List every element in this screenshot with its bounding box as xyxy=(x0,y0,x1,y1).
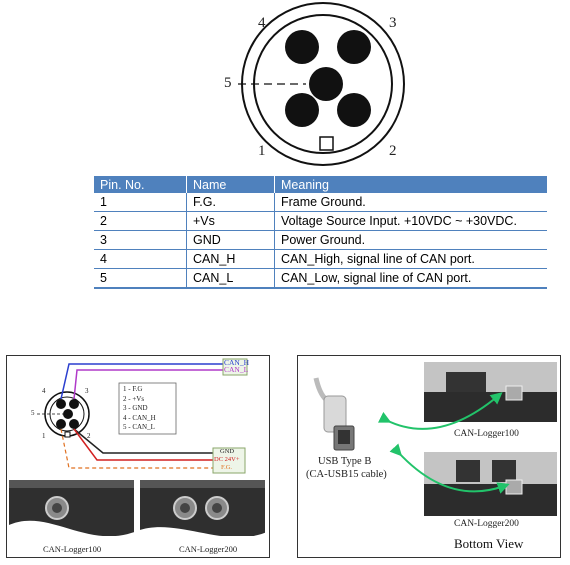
mini-pin-1 xyxy=(56,419,66,429)
can-logger200-usb-port xyxy=(505,479,523,495)
pin-legend-item: 1 - F.G xyxy=(123,385,143,393)
pin-1-label: 1 xyxy=(258,143,266,159)
pin-2-label: 2 xyxy=(389,143,397,159)
mini-pin-4 xyxy=(56,399,66,409)
can-h-label: CAN_H xyxy=(224,358,250,367)
can-label-box xyxy=(222,358,248,376)
vs-wire xyxy=(73,428,223,461)
mini-pin-4-label: 4 xyxy=(42,387,46,395)
cell-meaning: Power Ground. xyxy=(274,230,547,250)
table-row: 1 F.G. Frame Ground. xyxy=(94,193,547,212)
mini-connector-notch xyxy=(64,431,71,438)
connector-key-notch xyxy=(319,136,334,151)
dc-label: DC 24V+ xyxy=(214,456,240,463)
pin-1-hole xyxy=(285,93,319,127)
power-label-box xyxy=(212,447,246,474)
mini-pin-2 xyxy=(69,419,79,429)
can-l-label: CAN_L xyxy=(224,365,249,374)
pin-3-hole xyxy=(337,30,371,64)
can-h-wire xyxy=(60,363,223,400)
pin-2-hole xyxy=(337,93,371,127)
table-row: 3 GND Power Ground. xyxy=(94,230,547,250)
cell-meaning: CAN_High, signal line of CAN port. xyxy=(274,249,547,269)
can-logger100-bottom-connector xyxy=(446,372,486,392)
mini-pin-2-label: 2 xyxy=(87,432,91,440)
cell-name: CAN_L xyxy=(186,268,275,289)
can-logger200-port-2-center xyxy=(212,503,222,513)
cell-pin: 3 xyxy=(94,230,187,250)
cell-meaning: CAN_Low, signal line of CAN port. xyxy=(274,268,547,289)
usb-plug-opening xyxy=(338,430,350,444)
pin-4-hole xyxy=(285,30,319,64)
connector-pinout-diagram xyxy=(238,2,405,166)
gnd-wire xyxy=(73,428,223,454)
mini-pin-3-label: 3 xyxy=(85,387,89,395)
pin-legend-item: 4 - CAN_H xyxy=(123,413,156,422)
cell-name: F.G. xyxy=(186,193,275,212)
cell-name: +Vs xyxy=(186,211,275,231)
cell-name: GND xyxy=(186,230,275,250)
mini-pin-1-label: 1 xyxy=(42,432,46,440)
can-logger200-port-1-center xyxy=(180,503,190,513)
mini-pin-5 xyxy=(63,409,73,419)
can-logger100-usb-port xyxy=(505,385,523,401)
cell-name: CAN_H xyxy=(186,249,275,269)
cell-pin: 4 xyxy=(94,249,187,269)
can-logger100-photo-top xyxy=(9,480,134,488)
pin-4-label: 4 xyxy=(258,15,266,31)
can-l-wire xyxy=(73,369,223,400)
pin-legend: 1 - F.G 2 - +Vs 3 - GND 4 - CAN_H 5 - CA… xyxy=(123,385,156,433)
pin-legend-item: 5 - CAN_L xyxy=(123,423,155,431)
device-label-100: CAN-Logger100 xyxy=(43,544,102,554)
photo-torn-edge xyxy=(7,520,269,557)
mini-pin-3 xyxy=(69,399,79,409)
gnd-label: GND xyxy=(220,448,235,455)
can-logger200-photo-top xyxy=(140,480,265,488)
can-logger200-bottom-connector-2 xyxy=(492,460,516,482)
usb-cable-label: (CA-USB15 cable) xyxy=(306,469,387,480)
pin-legend-box xyxy=(118,382,177,435)
pin-legend-item: 3 - GND xyxy=(123,404,148,412)
cell-meaning: Voltage Source Input. +10VDC ~ +30VDC. xyxy=(274,211,547,231)
header-name: Name xyxy=(186,176,275,193)
fg-label: F.G. xyxy=(221,464,233,471)
device-label-200: CAN-Logger200 xyxy=(454,519,519,529)
header-meaning: Meaning xyxy=(274,176,547,193)
table-row: 4 CAN_H CAN_High, signal line of CAN por… xyxy=(94,249,547,269)
mini-pin-5-label: 5 xyxy=(31,409,35,417)
arrow-to-logger200 xyxy=(389,443,510,494)
bottom-view-label: Bottom View xyxy=(454,536,524,551)
fg-wire xyxy=(60,428,223,469)
can-logger200-photo xyxy=(140,480,265,536)
pin-5-label: 5 xyxy=(224,75,232,91)
device-label-100: CAN-Logger100 xyxy=(454,429,519,439)
usb-connection-panel: USB Type B (CA-USB15 cable) CAN-Logger10… xyxy=(297,355,561,558)
usb-type-label: USB Type B xyxy=(318,456,372,467)
can-logger100-port-center xyxy=(52,503,62,513)
pin-5-hole xyxy=(309,67,343,101)
can-logger100-bottom-body xyxy=(424,392,557,422)
usb-diagram xyxy=(313,362,557,516)
can-logger200-bottom-connector-1 xyxy=(456,460,480,482)
pin-3-label: 3 xyxy=(389,15,397,31)
cell-pin: 2 xyxy=(94,211,187,231)
table-header-row: Pin. No. Name Meaning xyxy=(94,176,547,193)
header-pin-no: Pin. No. xyxy=(94,176,187,193)
wiring-diagram-panel: CAN_H CAN_L GND DC 24V+ F.G. 1 - F.G 2 -… xyxy=(6,355,270,558)
pin-legend-item: 2 - +Vs xyxy=(123,394,145,403)
table-row: 5 CAN_L CAN_Low, signal line of CAN port… xyxy=(94,268,547,289)
cell-pin: 5 xyxy=(94,268,187,289)
table-row: 2 +Vs Voltage Source Input. +10VDC ~ +30… xyxy=(94,211,547,231)
arrow-to-logger100 xyxy=(377,392,503,430)
cell-pin: 1 xyxy=(94,193,187,212)
wiring-diagram xyxy=(7,358,269,557)
device-label-200: CAN-Logger200 xyxy=(179,544,238,554)
cell-meaning: Frame Ground. xyxy=(274,193,547,212)
pin-assignment-table: Pin. No. Name Meaning 1 F.G. Frame Groun… xyxy=(94,176,547,289)
